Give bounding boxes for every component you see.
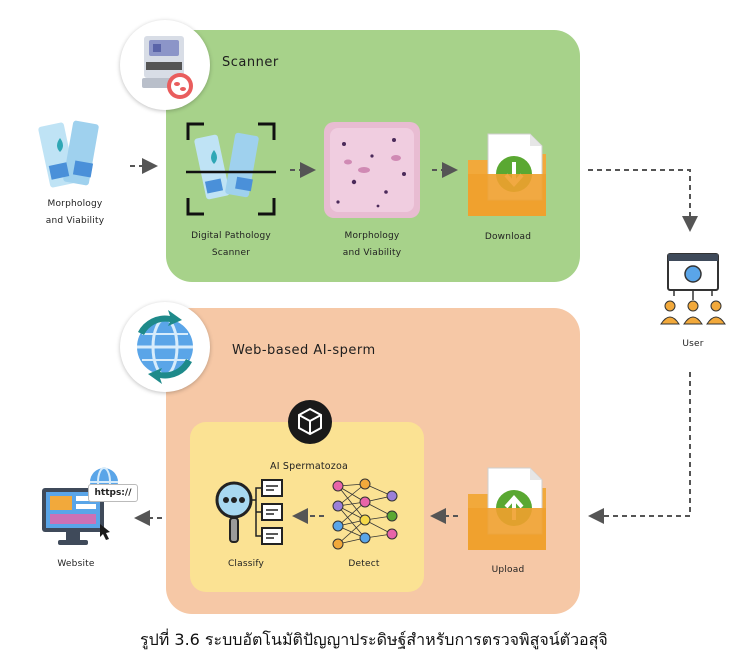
slide-pair-icon xyxy=(38,120,99,188)
globe-refresh-icon xyxy=(137,310,193,384)
scanner-label: Digital Pathology Scanner xyxy=(191,231,271,258)
detect-label: Detect xyxy=(348,559,380,569)
figure-caption: รูปที่ 3.6 ระบบอัตโนมัติปัญญาประดิษฐ์สำห… xyxy=(140,630,608,649)
user-label: User xyxy=(682,339,704,349)
neural-network-icon xyxy=(332,478,398,550)
scanner-title: Scanner xyxy=(222,55,279,70)
web-badge xyxy=(120,302,210,392)
input-label: Morphology and Viability xyxy=(45,199,105,226)
web-title: Web-based AI-sperm xyxy=(232,343,376,358)
scanner-badge xyxy=(120,20,210,110)
scanner-machine-icon xyxy=(142,36,193,99)
user-group-icon xyxy=(660,253,726,325)
microscope-slide-icon xyxy=(324,122,420,218)
url-tag: https:// xyxy=(88,484,138,502)
download-folder-icon xyxy=(468,133,546,216)
slide-label: Morphology and Viability xyxy=(342,231,402,258)
scan-frame-icon xyxy=(186,122,276,216)
magnifier-list-icon xyxy=(215,479,283,545)
upload-folder-icon xyxy=(468,467,546,550)
upload-label: Upload xyxy=(491,565,525,575)
arrow-user-to-upload xyxy=(588,372,691,524)
download-label: Download xyxy=(484,232,532,242)
ai-cube-icon xyxy=(288,400,332,444)
ai-title: AI Spermatozoa xyxy=(270,461,348,472)
classify-label: Classify xyxy=(227,559,265,569)
website-label: Website xyxy=(57,559,95,569)
arrow-download-to-user xyxy=(588,169,698,232)
